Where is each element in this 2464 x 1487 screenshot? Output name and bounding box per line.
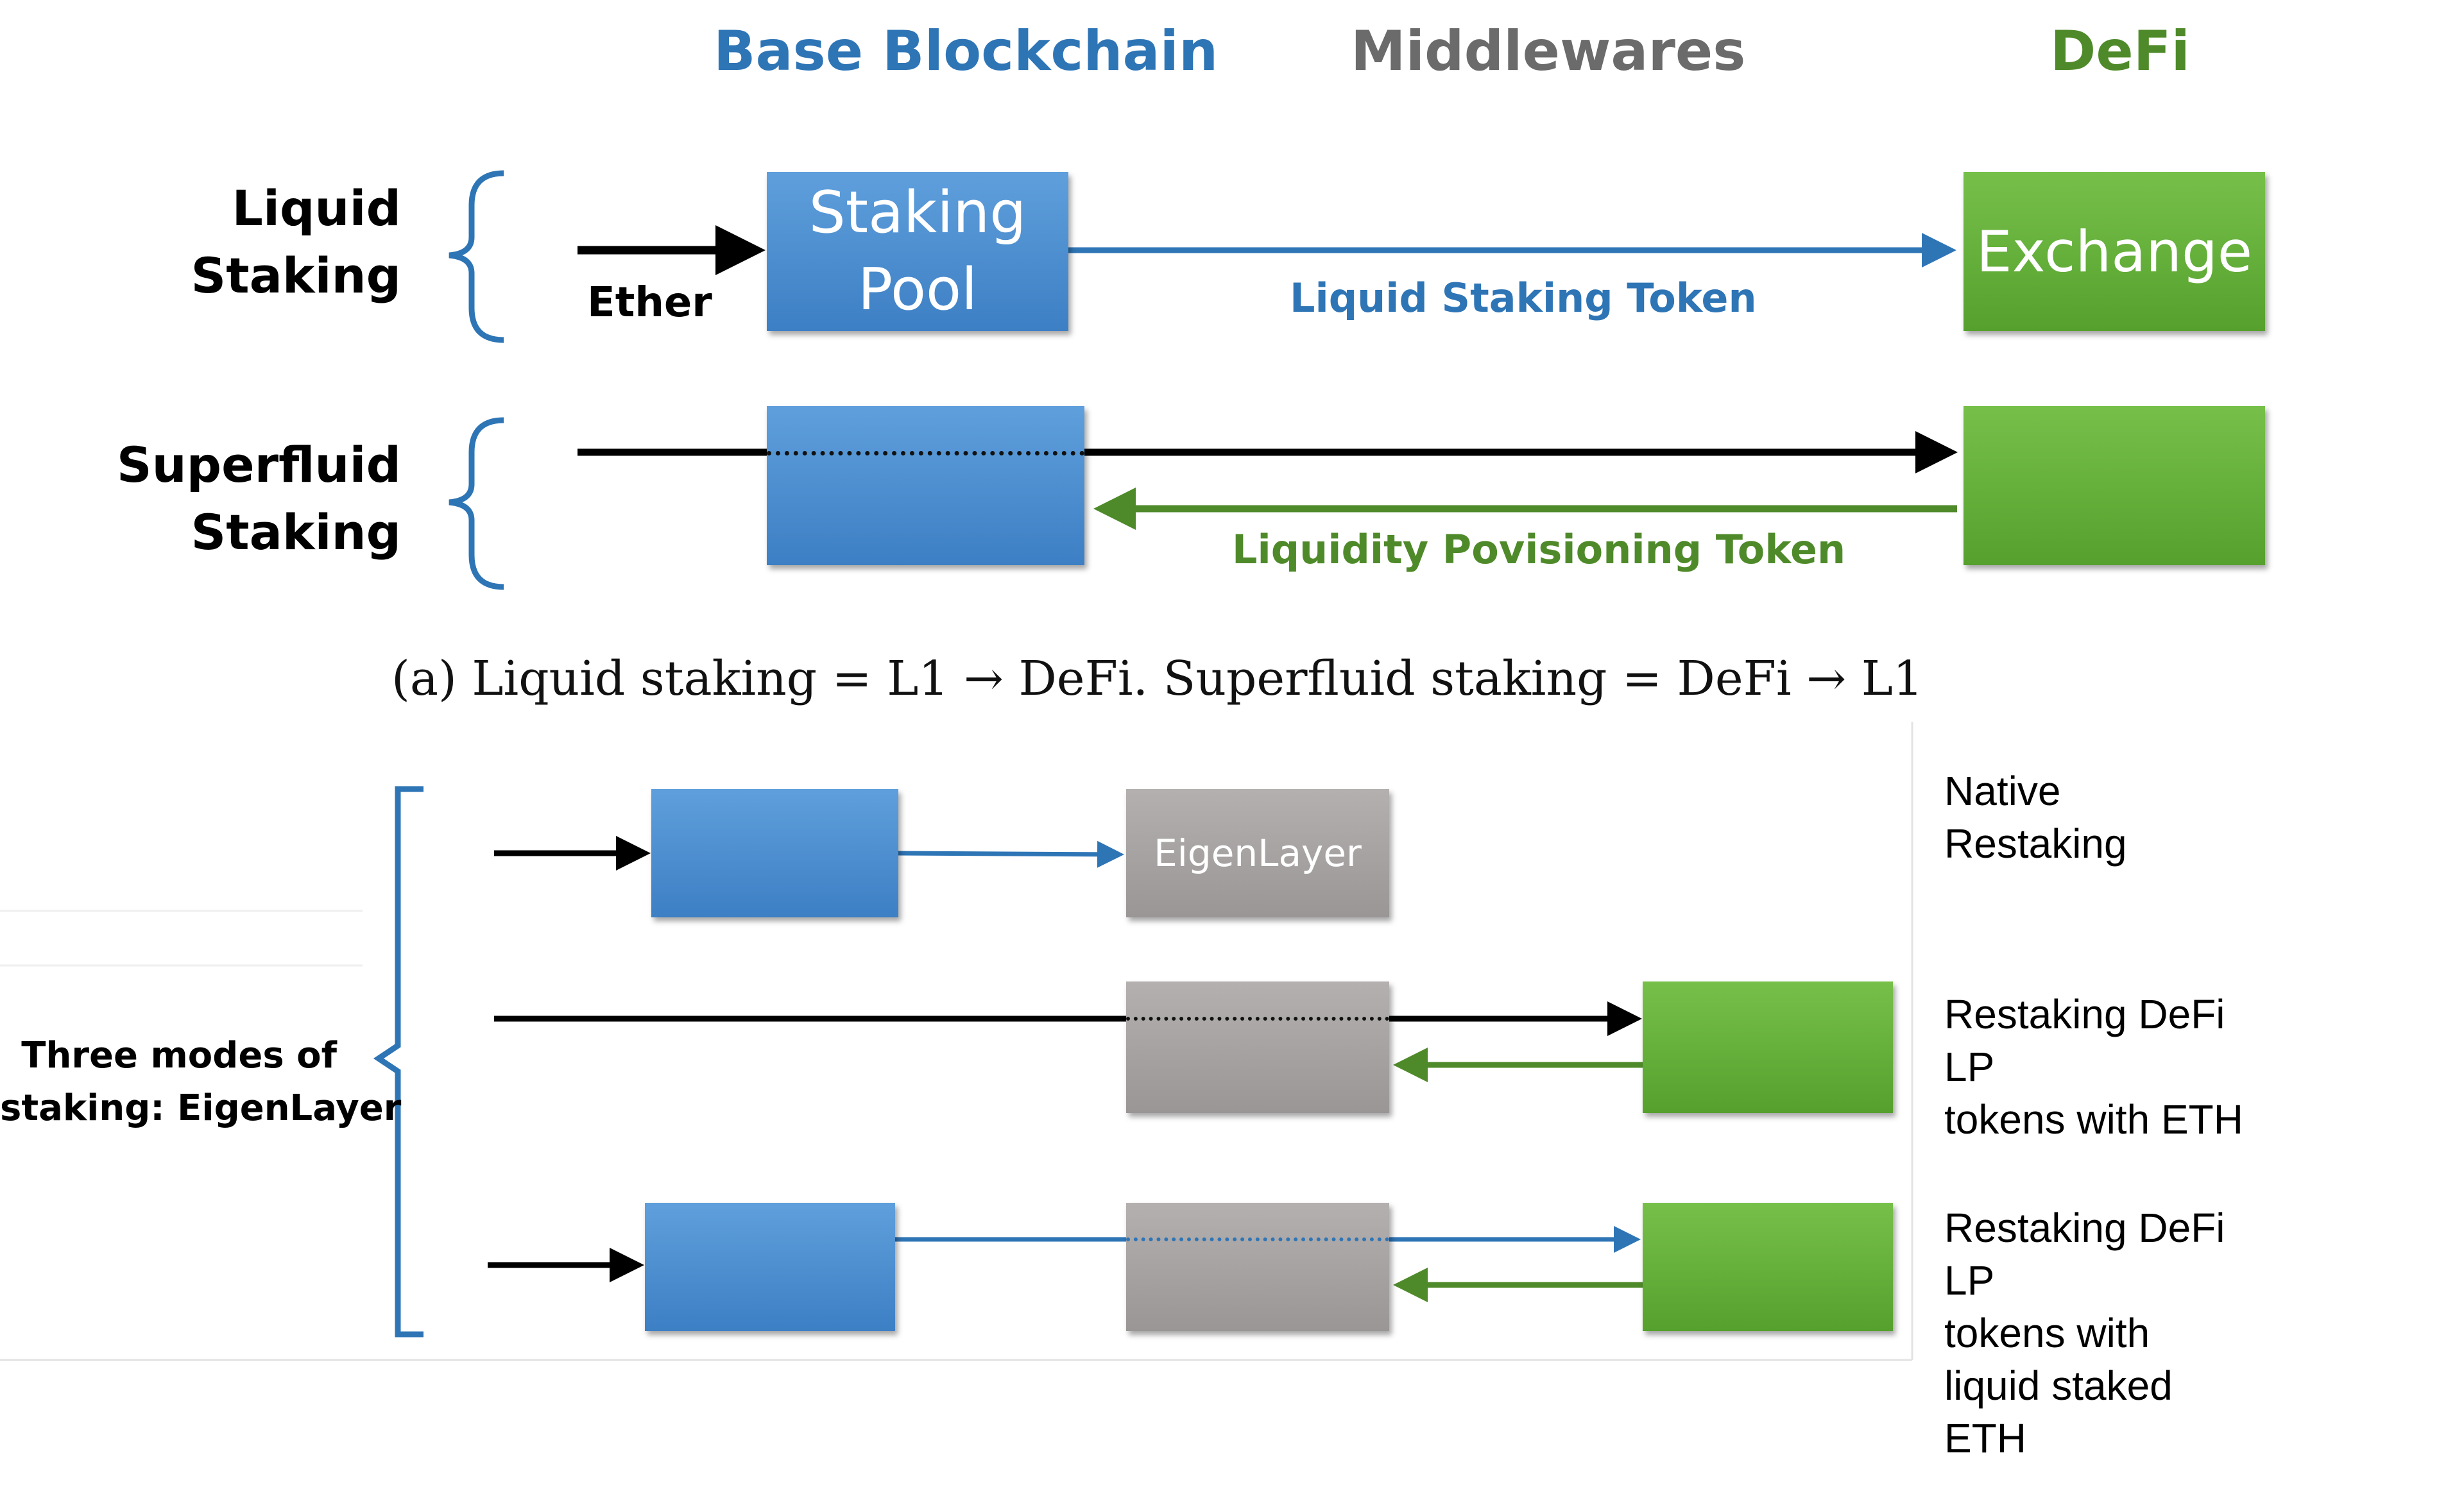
mode3-eigen-box bbox=[1126, 1203, 1389, 1331]
liquid-label-line2: Staking bbox=[191, 247, 401, 304]
header-base-blockchain: Base Blockchain bbox=[714, 19, 1219, 83]
eigenlayer-label: EigenLayer bbox=[1154, 831, 1362, 875]
mode1-line: Native bbox=[1944, 768, 2061, 814]
mode1-to-eigenlayer-arrow bbox=[898, 840, 1124, 868]
staking-pool-box: Staking Pool bbox=[767, 172, 1068, 331]
mode3-base-box bbox=[645, 1203, 895, 1331]
superfluid-label-line1: Superfluid bbox=[116, 436, 401, 493]
mode3-line: ETH bbox=[1944, 1415, 2026, 1461]
mode2-line: tokens with ETH bbox=[1944, 1096, 2243, 1143]
eigen-group-label: Three modes of staking: EigenLayer bbox=[0, 1030, 402, 1135]
mode2-dotted-passthrough bbox=[1126, 1017, 1389, 1021]
liquid-staking-token-label: Liquid Staking Token bbox=[1290, 275, 1757, 321]
superfluid-label-line2: Staking bbox=[191, 504, 401, 561]
superfluid-bracket bbox=[449, 417, 504, 590]
mode3-defi-box bbox=[1643, 1203, 1893, 1331]
figure-caption: (a) Liquid staking = L1 → DeFi. Superflu… bbox=[391, 651, 1923, 706]
liquid-staking-label: Liquid Staking bbox=[42, 174, 401, 309]
superfluid-staking-label: Superfluid Staking bbox=[42, 431, 401, 566]
eigen-bracket bbox=[373, 786, 424, 1338]
mode2-description: Restaking DeFi LP tokens with ETH bbox=[1944, 988, 2243, 1146]
mode1-description: Native Restaking bbox=[1944, 765, 2127, 870]
mode3-line: LP bbox=[1944, 1257, 1995, 1304]
superfluid-base-box bbox=[767, 406, 1084, 565]
mode1-line: Restaking bbox=[1944, 820, 2127, 867]
header-middlewares: Middlewares bbox=[1351, 19, 1746, 83]
mode2-eigen-box bbox=[1126, 981, 1389, 1113]
exchange-box: Exchange bbox=[1964, 172, 2265, 331]
eigen-group-label-line1: Three modes of bbox=[21, 1035, 337, 1076]
exchange-label: Exchange bbox=[1976, 218, 2252, 285]
staking-pool-line2: Pool bbox=[857, 256, 978, 323]
mode3-dotted-passthrough bbox=[1126, 1237, 1389, 1241]
header-defi: DeFi bbox=[2050, 19, 2190, 83]
lp-token-label: Liquidity Povisioning Token bbox=[1232, 526, 1846, 573]
mode2-defi-box bbox=[1643, 981, 1893, 1113]
ether-label: Ether bbox=[587, 279, 712, 327]
mode2-line: Restaking DeFi bbox=[1944, 991, 2225, 1037]
staking-pool-line1: Staking bbox=[809, 179, 1027, 246]
mode3-line: liquid staked bbox=[1944, 1363, 2173, 1409]
superfluid-dotted-passthrough bbox=[767, 451, 1084, 455]
eigen-group-label-line2: staking: EigenLayer bbox=[0, 1087, 402, 1129]
mode3-line: Restaking DeFi bbox=[1944, 1205, 2225, 1251]
mode3-description: Restaking DeFi LP tokens with liquid sta… bbox=[1944, 1202, 2225, 1465]
liquid-label-line1: Liquid bbox=[232, 180, 401, 237]
mode1-base-box bbox=[651, 789, 898, 917]
liquid-bracket bbox=[449, 170, 504, 343]
mode3-line: tokens with bbox=[1944, 1310, 2150, 1356]
superfluid-defi-box bbox=[1964, 406, 2265, 565]
eigenlayer-box: EigenLayer bbox=[1126, 789, 1389, 917]
mode2-line: LP bbox=[1944, 1044, 1995, 1090]
